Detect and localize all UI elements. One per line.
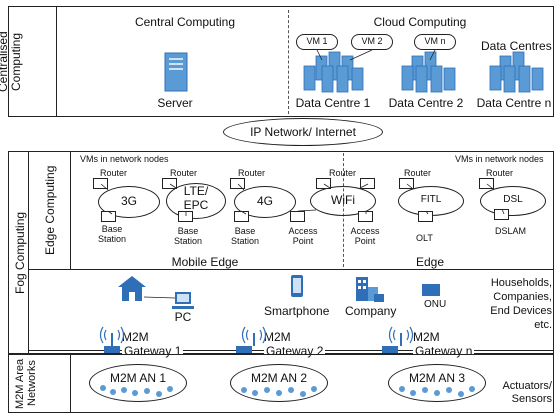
router-box-7 xyxy=(479,178,494,189)
vms-network-nodes-left: VMs in network nodes xyxy=(80,154,169,164)
sensor-dots xyxy=(100,385,475,397)
data-centre-1-icon xyxy=(303,51,364,93)
router-box-3 xyxy=(230,178,245,189)
node-wifi xyxy=(310,186,376,216)
m2m-label-n: M2M xyxy=(413,330,440,344)
gateway-1-icon xyxy=(99,326,125,353)
m2m-an3-label: M2M AN 3 xyxy=(408,371,465,385)
router-label-3: Router xyxy=(238,168,266,178)
m2m-an2-label: M2M AN 2 xyxy=(250,371,307,385)
node-dsl-label: DSL xyxy=(503,194,523,205)
edge-section-label: Edge xyxy=(415,255,445,269)
m2m-layer xyxy=(8,354,554,413)
router-box-2 xyxy=(162,178,177,189)
centralised-divider xyxy=(56,6,57,117)
olt-label: OLT xyxy=(416,233,433,243)
node-4g xyxy=(234,186,296,218)
smartphone-icon xyxy=(291,275,303,297)
m2m-an1-label: M2M AN 1 xyxy=(109,371,166,385)
base-station-label-1: Base Station xyxy=(97,224,127,244)
households-label: Households, Companies, End Devices etc. xyxy=(490,277,552,331)
smartphone-label: Smartphone xyxy=(264,304,330,318)
onu-icon xyxy=(422,284,440,296)
actuators-label: Actuators/ Sensors xyxy=(502,380,552,405)
router-label-4: Router xyxy=(329,168,357,178)
ip-network-ellipse xyxy=(223,118,383,146)
dslam-label: DSLAM xyxy=(495,226,527,236)
cloud-computing-title: Cloud Computing xyxy=(373,15,467,29)
mobile-edge-label: Mobile Edge xyxy=(171,255,239,269)
m2m-an2-ellipse xyxy=(230,364,328,402)
server-icon xyxy=(164,52,188,92)
node-fitl-label: FITL xyxy=(420,194,442,205)
data-centre-2-label: Data Centre 2 xyxy=(388,96,464,110)
server-label: Server xyxy=(157,96,193,110)
vms-network-nodes-right: VMs in network nodes xyxy=(455,154,544,164)
data-centre-2-icon xyxy=(401,51,456,93)
pc-icon xyxy=(143,292,194,309)
access-point-label-2: Access Point xyxy=(350,226,380,246)
node-lte-label: LTE/ EPC xyxy=(183,184,209,212)
data-centre-n-icon xyxy=(489,51,544,93)
vmn-bubble: VM n xyxy=(414,34,456,50)
m2m-divider xyxy=(70,354,71,413)
centralised-layer xyxy=(8,6,554,117)
edge-connectors xyxy=(100,183,505,216)
base-station-label-2: Base Station xyxy=(173,226,203,246)
edge-label-divider xyxy=(70,151,71,269)
central-computing-title: Central Computing xyxy=(134,15,236,29)
access-point-label-1: Access Point xyxy=(288,226,318,246)
gateway-2-icon xyxy=(236,326,267,353)
m2m-an3-ellipse xyxy=(388,364,486,402)
pc-label: PC xyxy=(174,310,192,324)
node-3g xyxy=(98,186,160,218)
m2m-an1-ellipse xyxy=(89,364,187,402)
company-label: Company xyxy=(345,304,397,318)
ip-network-label: IP Network/ Internet xyxy=(250,125,356,139)
central-cloud-divider xyxy=(288,10,289,114)
m2m-label-1: M2M xyxy=(122,330,149,344)
data-centre-n-label: Data Centre n xyxy=(476,96,552,110)
access-point-box-1 xyxy=(290,211,305,222)
router-label-2: Router xyxy=(170,168,198,178)
data-centre-1-label: Data Centre 1 xyxy=(295,96,371,110)
access-point-box-2 xyxy=(358,211,373,222)
gateway-n-icon xyxy=(382,326,414,353)
edge-sublayer-line xyxy=(28,269,554,270)
router-box-5 xyxy=(360,178,375,189)
data-centres-label: Data Centres xyxy=(481,39,552,53)
node-wifi-label: WiFi xyxy=(331,193,355,207)
router-label-1: Router xyxy=(100,168,128,178)
router-box-1 xyxy=(93,178,108,189)
onu-label: ONU xyxy=(424,299,447,310)
base-station-box-2 xyxy=(178,211,193,222)
m2m-label-2: M2M xyxy=(264,330,291,344)
node-lte xyxy=(166,183,226,219)
node-dsl xyxy=(480,186,546,216)
company-icon xyxy=(356,277,384,302)
base-station-label-3: Base Station xyxy=(230,226,260,246)
node-3g-label: 3G xyxy=(120,194,137,208)
olt-box xyxy=(418,211,433,222)
router-box-6 xyxy=(399,178,414,189)
dslam-box xyxy=(494,209,509,220)
house-icon xyxy=(118,276,146,301)
router-label-6: Router xyxy=(486,168,514,178)
router-box-4 xyxy=(316,178,331,189)
vm2-bubble: VM 2 xyxy=(351,34,393,50)
fog-divider xyxy=(28,151,29,354)
node-4g-label: 4G xyxy=(256,194,273,208)
vm1-bubble: VM 1 xyxy=(296,34,338,50)
router-label-5: Router xyxy=(404,168,432,178)
